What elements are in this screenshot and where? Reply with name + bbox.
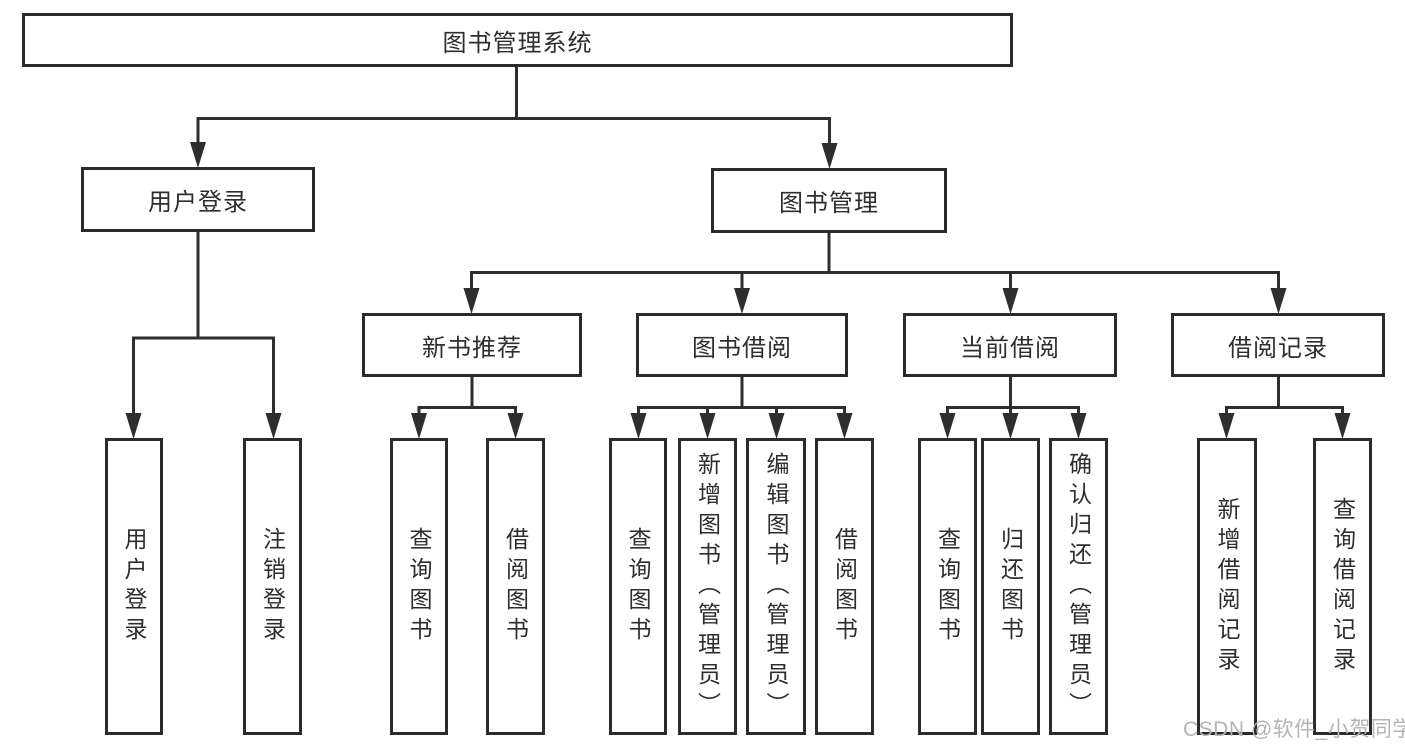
leaf-borrow-books-new: 借阅图书 [486,438,545,735]
leaf-logout: 注销登录 [243,438,302,735]
leaf-return-books: 归还图书 [981,438,1040,735]
leaf-add-books-admin: 新增图书（管理员） [678,438,737,735]
node-root-system: 图书管理系统 [22,13,1013,67]
leaf-edit-books-admin: 编辑图书（管理员） [746,438,806,735]
leaf-borrow-books: 借阅图书 [815,438,874,735]
node-book-management: 图书管理 [711,168,947,233]
leaf-query-borrow-record: 查询借阅记录 [1313,438,1372,735]
node-borrowing-records: 借阅记录 [1171,313,1385,377]
node-user-login: 用户登录 [81,167,315,232]
leaf-query-books-new: 查询图书 [390,438,448,735]
csdn-watermark: CSDN @软件_小贺同学 [1183,718,1405,741]
leaf-add-borrow-record: 新增借阅记录 [1197,438,1257,735]
leaf-user-login: 用户登录 [105,438,163,735]
node-book-borrowing: 图书借阅 [636,313,848,377]
node-current-borrowing: 当前借阅 [903,313,1117,377]
node-new-book-recommend: 新书推荐 [362,313,582,377]
leaf-query-books-current: 查询图书 [918,438,977,735]
leaf-query-books-borrow: 查询图书 [609,438,667,735]
leaf-confirm-return-admin: 确认归还（管理员） [1049,438,1108,735]
